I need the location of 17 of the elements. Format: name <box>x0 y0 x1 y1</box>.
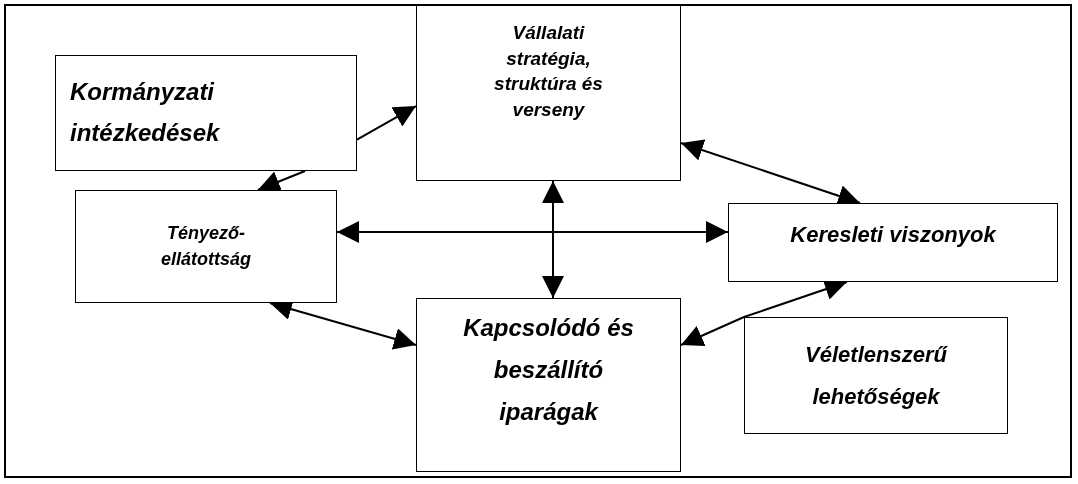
text-box <box>55 55 357 171</box>
box-label: Keresleti viszonyok <box>790 222 996 249</box>
text-box <box>75 190 337 303</box>
text-box <box>728 203 1058 282</box>
arrow <box>356 105 417 141</box>
arrow <box>336 221 729 244</box>
arrow <box>256 170 307 192</box>
box-label: Kormányzati intézkedések <box>70 77 221 148</box>
box-label: Tényező-ellátottság <box>160 222 252 271</box>
text-box <box>416 298 681 472</box>
box-label: Kapcsolódó és beszállító iparágak <box>462 313 635 427</box>
arrow <box>680 316 745 347</box>
arrow <box>542 180 564 299</box>
text-box <box>416 5 681 181</box>
text-box <box>744 317 1008 434</box>
box-label: Vállalati stratégia, struktúra és verseny <box>493 21 604 122</box>
box-label: Véletlenszerű lehetőségek <box>804 340 949 411</box>
